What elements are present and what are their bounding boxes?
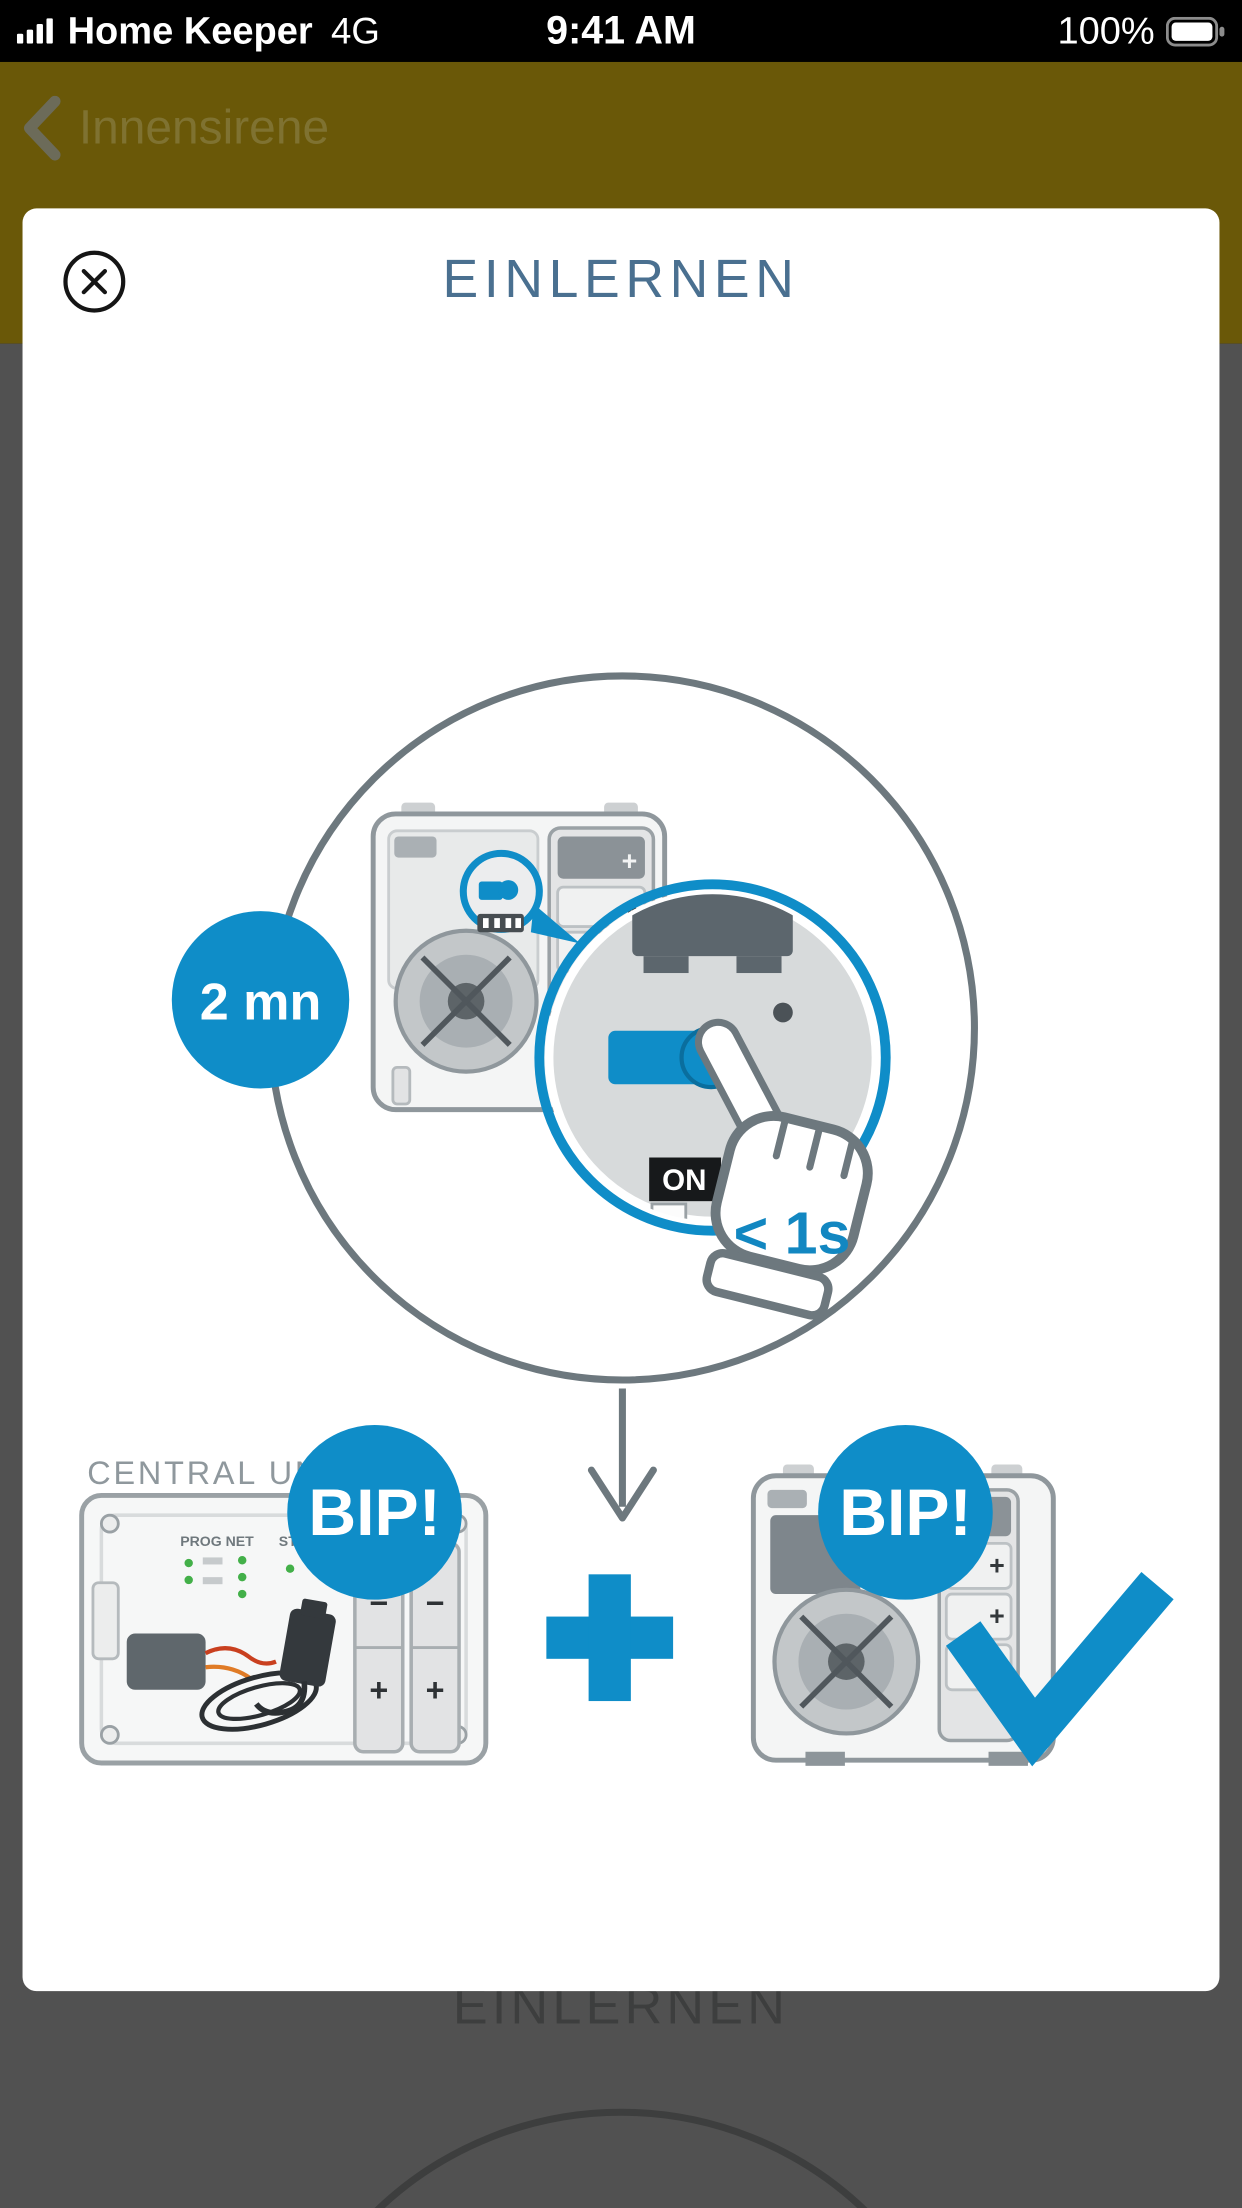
timer-badge-label: 2 mn [200,974,322,1032]
beep-badge-left-label: BIP! [308,1476,440,1550]
back-title: Innensirene [78,100,330,155]
beep-badge-left: BIP! [287,1425,462,1600]
battery-sign: + [622,846,638,876]
battery-sign: + [426,1672,445,1708]
network-type-label: 4G [331,9,380,52]
chevron-left-icon [23,95,61,161]
dimmed-circle [374,2108,868,2208]
battery-sign: + [989,1550,1005,1580]
battery-percent-label: 100% [1057,9,1155,52]
arrow-down-icon [587,1388,657,1522]
beep-badge-right-label: BIP! [839,1476,971,1550]
dip-switch-label: ON [662,1164,706,1197]
hand-press-icon [694,1018,873,1320]
check-icon [945,1571,1174,1767]
modal-title: EINLERNEN [442,250,800,310]
board-label-prog-net: PROG NET [180,1533,254,1549]
battery-icon [1165,16,1225,46]
clock: 9:41 AM [546,8,696,53]
close-icon [63,250,126,313]
close-button[interactable] [62,249,127,314]
beep-badge-right: BIP! [818,1425,993,1600]
back-button[interactable]: Innensirene [20,95,330,161]
battery-sign: − [426,1585,445,1621]
signal-strength-icon [16,18,53,44]
pairing-modal: EINLERNEN + + + [22,208,1220,1992]
pairing-diagram: + + + [79,672,1174,1767]
plus-icon [546,1574,674,1702]
carrier-label: Home Keeper [67,9,313,52]
learn-button-highlight [459,849,581,944]
status-bar: Home Keeper 4G 9:41 AM 100% [0,0,1242,62]
battery-sign: + [369,1672,388,1708]
timer-badge: 2 mn [171,911,350,1089]
battery-sign: + [989,1601,1005,1631]
press-duration-label: < 1s [734,1199,851,1266]
